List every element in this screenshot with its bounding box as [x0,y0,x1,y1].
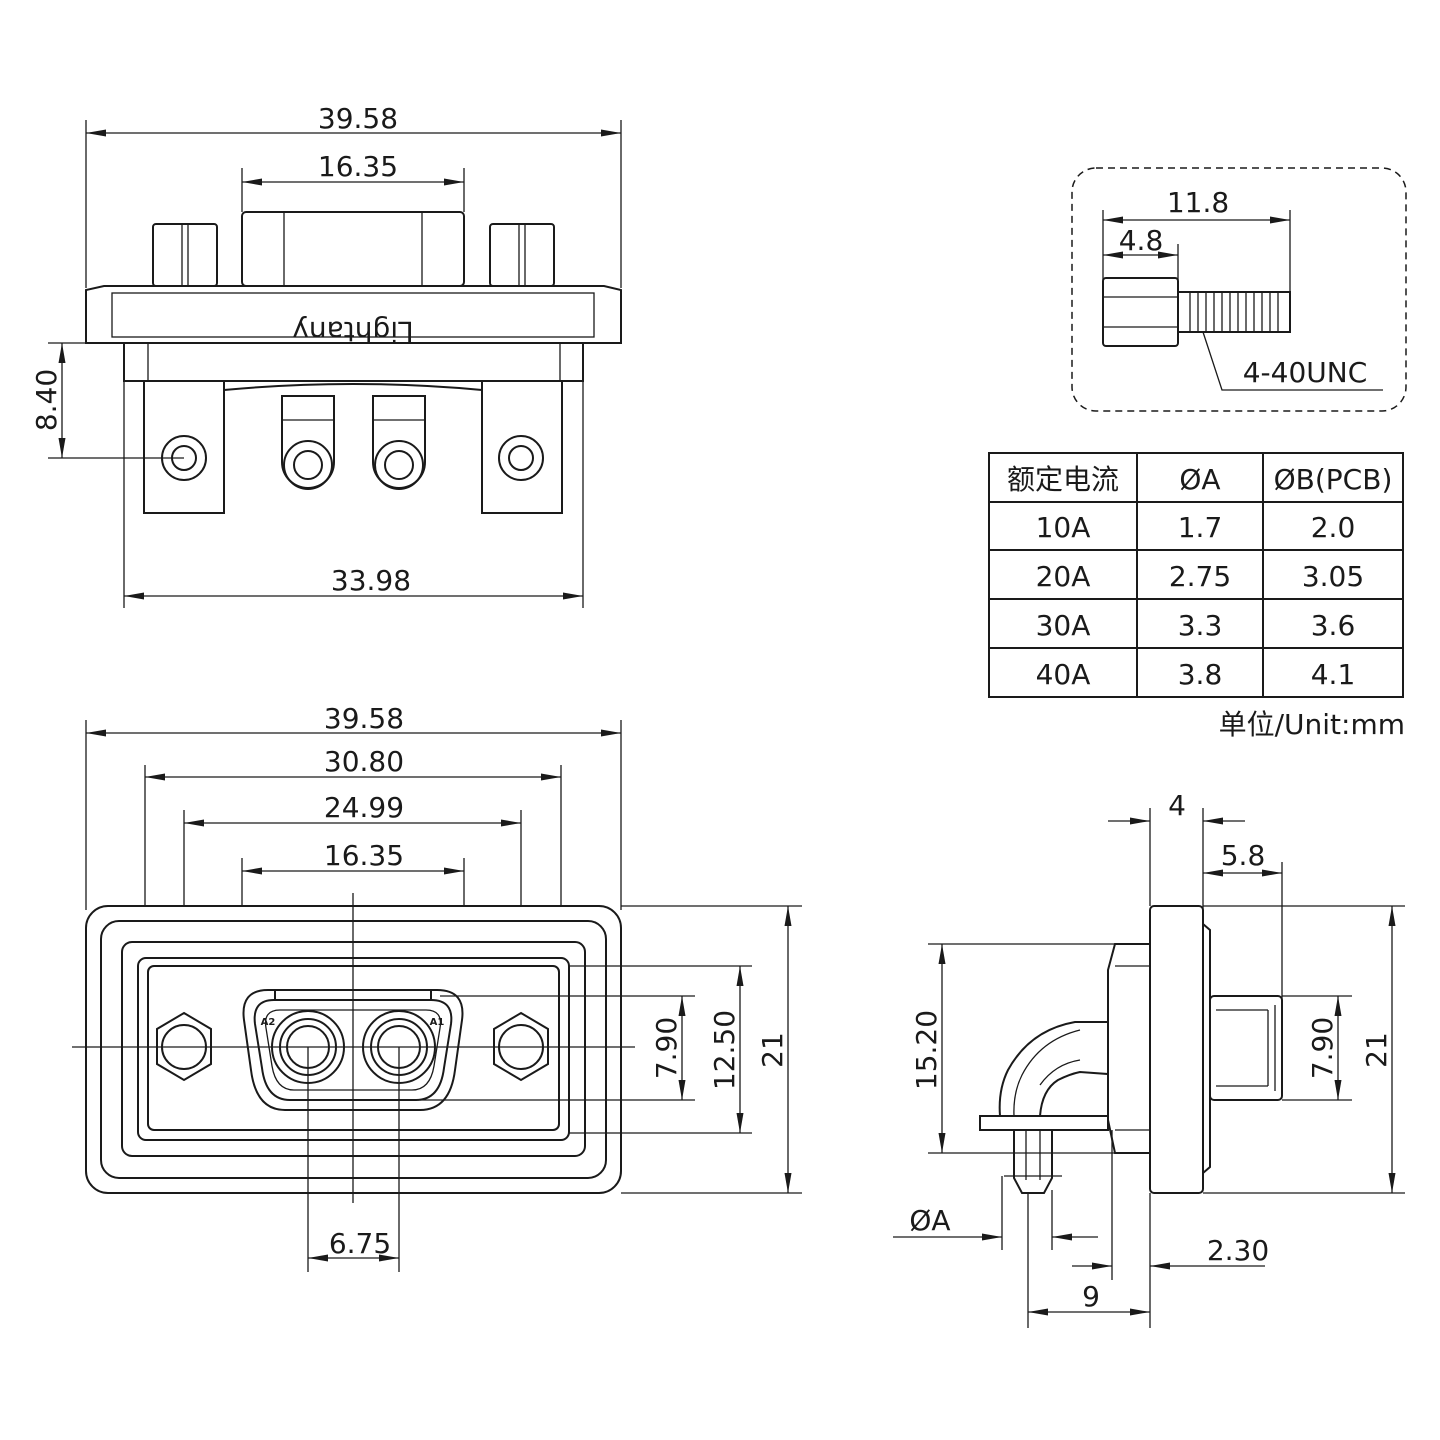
dim-inner-width: 24.99 [324,791,404,824]
dim-side-21: 21 [1360,1032,1393,1068]
dim-dia-a: ØA [909,1204,950,1237]
contact-label-a2: A2 [261,1017,276,1028]
dim-overall-height-front: 21 [756,1032,789,1068]
screw-detail: 11.8 4.8 4-40UNC [1071,167,1407,412]
dim-side-4: 4 [1168,789,1186,822]
dim-side-2-30: 2.30 [1207,1234,1269,1267]
table-header-dia-b: ØB(PCB) [1274,463,1393,496]
table-cell: 4.1 [1311,658,1356,691]
table-header-dia-a: ØA [1179,463,1220,496]
dim-screw-total-length: 11.8 [1167,186,1229,219]
dim-bracket-width: 33.98 [331,564,411,597]
dim-side-15-20: 15.20 [910,1010,943,1090]
table-cell: 1.7 [1178,511,1223,544]
side-view: 4 5.8 15.20 7. [893,789,1405,1328]
table-cell: 2.0 [1311,511,1356,544]
dim-screw-head-length: 4.8 [1119,224,1164,257]
dim-shell-width-front: 16.35 [324,839,404,872]
front-view: 39.58 30.80 24.99 16.35 A2 A1 [72,702,802,1272]
table-header-current: 额定电流 [1007,463,1119,496]
dim-overall-width-front: 39.58 [324,702,404,735]
dim-shell-width-top: 16.35 [318,150,398,183]
table-cell: 40A [1036,658,1091,691]
table-cell: 3.8 [1178,658,1223,691]
dim-height-offset: 8.40 [30,369,63,431]
dim-overall-width-top: 39.58 [318,102,398,135]
top-view: 39.58 16.35 Lightany [30,102,622,608]
dim-side-5-8: 5.8 [1221,839,1266,872]
dim-hole-pitch: 30.80 [324,745,404,778]
dim-contact-pitch: 6.75 [329,1227,391,1260]
table-cell: 10A [1036,511,1091,544]
spec-table: 额定电流 ØA ØB(PCB) 10A 1.7 2.0 20A 2.75 3.0… [988,452,1405,741]
dim-side-9: 9 [1082,1280,1100,1313]
table-cell: 2.75 [1169,560,1231,593]
dim-inner-height: 12.50 [708,1010,741,1090]
table-cell: 20A [1036,560,1091,593]
unit-note: 单位/Unit:mm [1219,708,1405,741]
dim-side-7-90: 7.90 [1306,1017,1339,1079]
table-cell: 3.3 [1178,609,1223,642]
contact-label-a1: A1 [430,1017,445,1028]
table-cell: 30A [1036,609,1091,642]
dim-shell-height: 7.90 [650,1017,683,1079]
table-cell: 3.6 [1311,609,1356,642]
table-cell: 3.05 [1302,560,1364,593]
thread-label: 4-40UNC [1243,356,1368,389]
